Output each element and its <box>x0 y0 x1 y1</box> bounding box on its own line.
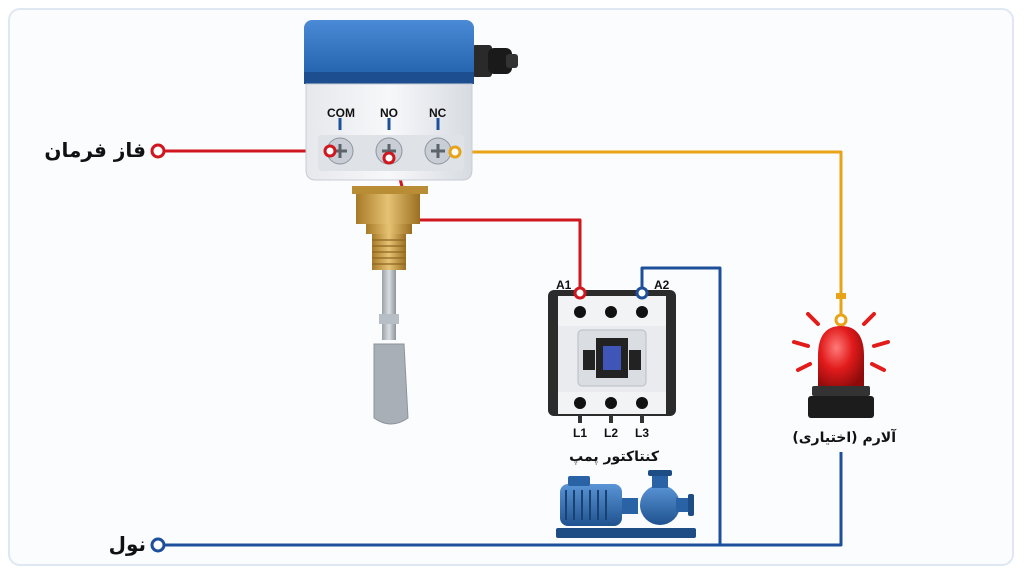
contactor-l2-label: L2 <box>604 426 619 440</box>
terminal-label-nc: NC <box>429 106 447 120</box>
neutral-terminal-circle <box>150 537 166 553</box>
contactor-caption: کنتاکتور پمپ <box>569 449 659 465</box>
phase-terminal-circle <box>150 143 166 159</box>
neutral-label: نول <box>108 532 146 556</box>
terminal-label-no: NO <box>380 106 398 120</box>
alarm-beacon-icon <box>792 293 890 418</box>
contactor-l1-label: L1 <box>573 426 588 440</box>
contactor-l3-label: L3 <box>635 426 650 440</box>
water-pump-icon <box>556 470 696 538</box>
terminal-label-com: COM <box>327 106 355 120</box>
phase-label: فاز فرمان <box>44 138 146 162</box>
flow-switch-icon <box>304 20 518 425</box>
contactor-a1-label: A1 <box>556 278 572 292</box>
alarm-wire <box>455 150 843 320</box>
alarm-caption: آلارم (اختیاری) <box>792 430 896 446</box>
neutral-wire <box>164 266 843 547</box>
terminal-screws <box>326 118 452 165</box>
contactor-icon <box>548 290 676 423</box>
contactor-a2-label: A2 <box>654 278 670 292</box>
diagram-frame <box>8 8 1014 566</box>
